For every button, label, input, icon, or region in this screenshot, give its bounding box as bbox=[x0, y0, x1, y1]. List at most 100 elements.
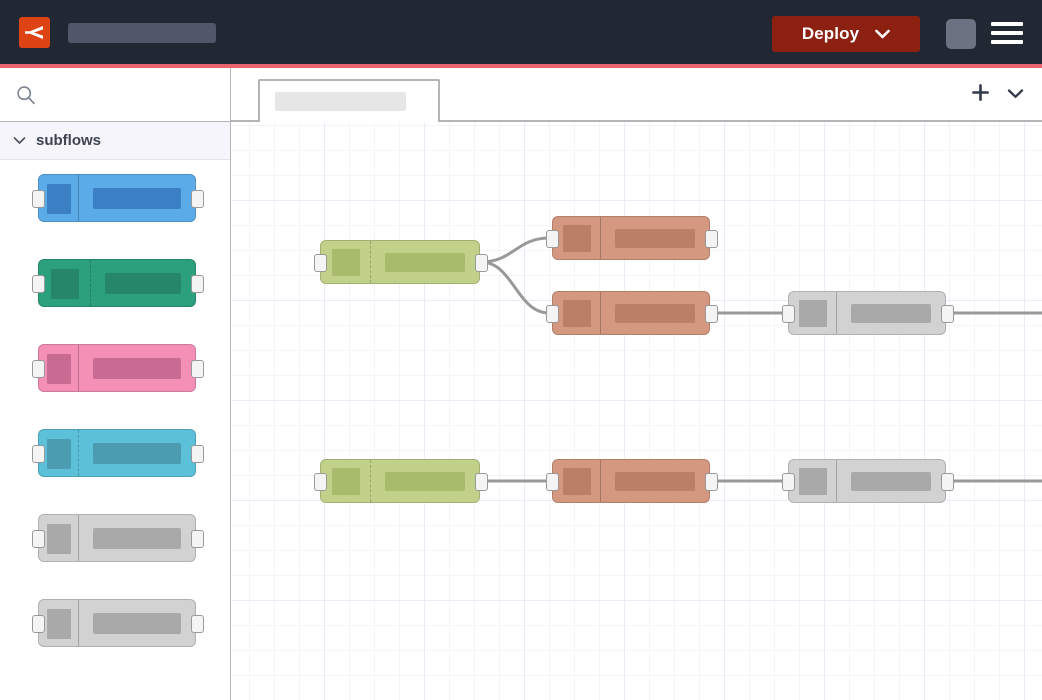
node-output-port[interactable] bbox=[191, 190, 204, 208]
chevron-down-icon bbox=[875, 27, 890, 42]
tab-bar-baseline bbox=[231, 120, 1042, 122]
app-title bbox=[68, 23, 216, 43]
flow-tab-label bbox=[275, 92, 406, 111]
node-type-icon bbox=[47, 439, 71, 469]
node-icon-pane bbox=[553, 460, 601, 502]
hamburger-bar bbox=[991, 40, 1023, 44]
node-input-port[interactable] bbox=[32, 275, 45, 293]
app-header: Deploy bbox=[0, 0, 1042, 64]
node-type-icon bbox=[563, 468, 591, 495]
palette-sidebar: subflows bbox=[0, 68, 231, 700]
node-input-port[interactable] bbox=[546, 230, 559, 248]
palette-node-2[interactable] bbox=[32, 259, 204, 307]
node-type-icon bbox=[51, 269, 79, 299]
user-menu-button[interactable] bbox=[946, 19, 976, 49]
search-input[interactable] bbox=[44, 82, 220, 110]
flow-node-salmon-3[interactable] bbox=[546, 459, 718, 503]
node-type-icon bbox=[332, 468, 360, 495]
palette-category-label: subflows bbox=[36, 132, 102, 149]
flow-node-grey-1[interactable] bbox=[782, 291, 954, 335]
node-input-port[interactable] bbox=[32, 530, 45, 548]
node-icon-pane bbox=[39, 600, 79, 646]
node-label bbox=[851, 472, 931, 491]
palette-node-3[interactable] bbox=[32, 344, 204, 392]
node-type-icon bbox=[799, 300, 827, 327]
node-output-port[interactable] bbox=[191, 615, 204, 633]
node-icon-pane bbox=[553, 217, 601, 259]
node-type-icon bbox=[332, 249, 360, 276]
search-icon bbox=[16, 85, 36, 110]
node-icon-pane bbox=[39, 175, 79, 221]
node-input-port[interactable] bbox=[546, 305, 559, 323]
node-label bbox=[851, 304, 931, 323]
flow-list-menu-button[interactable] bbox=[1002, 82, 1028, 108]
node-input-port[interactable] bbox=[32, 615, 45, 633]
node-type-icon bbox=[799, 468, 827, 495]
node-label bbox=[385, 472, 465, 491]
flow-node-green-1[interactable] bbox=[314, 240, 488, 284]
node-output-port[interactable] bbox=[475, 254, 488, 272]
node-type-icon bbox=[47, 609, 71, 639]
node-icon-pane bbox=[321, 241, 371, 283]
node-icon-pane bbox=[789, 460, 837, 502]
node-output-port[interactable] bbox=[191, 445, 204, 463]
node-input-port[interactable] bbox=[782, 473, 795, 491]
node-label bbox=[615, 304, 695, 323]
palette-node-list bbox=[0, 160, 230, 700]
node-output-port[interactable] bbox=[191, 275, 204, 293]
add-flow-button[interactable] bbox=[967, 82, 993, 108]
node-type-icon bbox=[47, 354, 71, 384]
node-input-port[interactable] bbox=[314, 254, 327, 272]
palette-node-4[interactable] bbox=[32, 429, 204, 477]
node-input-port[interactable] bbox=[32, 190, 45, 208]
node-label bbox=[93, 188, 181, 209]
flow-node-green-2[interactable] bbox=[314, 459, 488, 503]
node-type-icon bbox=[563, 225, 591, 252]
flow-node-salmon-1[interactable] bbox=[546, 216, 718, 260]
flow-node-grey-2[interactable] bbox=[782, 459, 954, 503]
flow-canvas[interactable] bbox=[232, 122, 1042, 700]
node-icon-pane bbox=[321, 460, 371, 502]
chevron-down-icon bbox=[13, 132, 26, 150]
palette-node-5[interactable] bbox=[32, 514, 204, 562]
node-output-port[interactable] bbox=[705, 473, 718, 491]
hamburger-bar bbox=[991, 31, 1023, 35]
node-output-port[interactable] bbox=[475, 473, 488, 491]
node-input-port[interactable] bbox=[546, 473, 559, 491]
deploy-button[interactable]: Deploy bbox=[772, 16, 920, 52]
node-output-port[interactable] bbox=[191, 530, 204, 548]
hamburger-menu-icon[interactable] bbox=[991, 20, 1023, 46]
node-output-port[interactable] bbox=[941, 305, 954, 323]
flow-tab-1[interactable] bbox=[258, 79, 440, 122]
plus-icon bbox=[971, 83, 990, 107]
flow-node-salmon-2[interactable] bbox=[546, 291, 718, 335]
node-icon-pane bbox=[553, 292, 601, 334]
palette-node-1[interactable] bbox=[32, 174, 204, 222]
chevron-down-icon bbox=[1007, 86, 1024, 104]
node-label bbox=[105, 273, 181, 294]
node-output-port[interactable] bbox=[705, 305, 718, 323]
node-icon-pane bbox=[39, 345, 79, 391]
node-red-logo-icon[interactable] bbox=[19, 17, 50, 48]
node-label bbox=[93, 528, 181, 549]
node-input-port[interactable] bbox=[314, 473, 327, 491]
node-icon-pane bbox=[789, 292, 837, 334]
palette-category-subflows[interactable]: subflows bbox=[0, 122, 230, 160]
node-input-port[interactable] bbox=[782, 305, 795, 323]
node-input-port[interactable] bbox=[32, 360, 45, 378]
deploy-button-label: Deploy bbox=[801, 24, 860, 43]
node-label bbox=[93, 613, 181, 634]
node-icon-pane bbox=[39, 515, 79, 561]
node-output-port[interactable] bbox=[705, 230, 718, 248]
header-accent-bar bbox=[0, 64, 1042, 68]
node-label bbox=[93, 443, 181, 464]
node-type-icon bbox=[47, 184, 71, 214]
node-type-icon bbox=[47, 524, 71, 554]
node-output-port[interactable] bbox=[191, 360, 204, 378]
hamburger-bar bbox=[991, 22, 1023, 26]
node-output-port[interactable] bbox=[941, 473, 954, 491]
node-input-port[interactable] bbox=[32, 445, 45, 463]
palette-node-6[interactable] bbox=[32, 599, 204, 647]
flow-tab-bar bbox=[231, 68, 1042, 122]
